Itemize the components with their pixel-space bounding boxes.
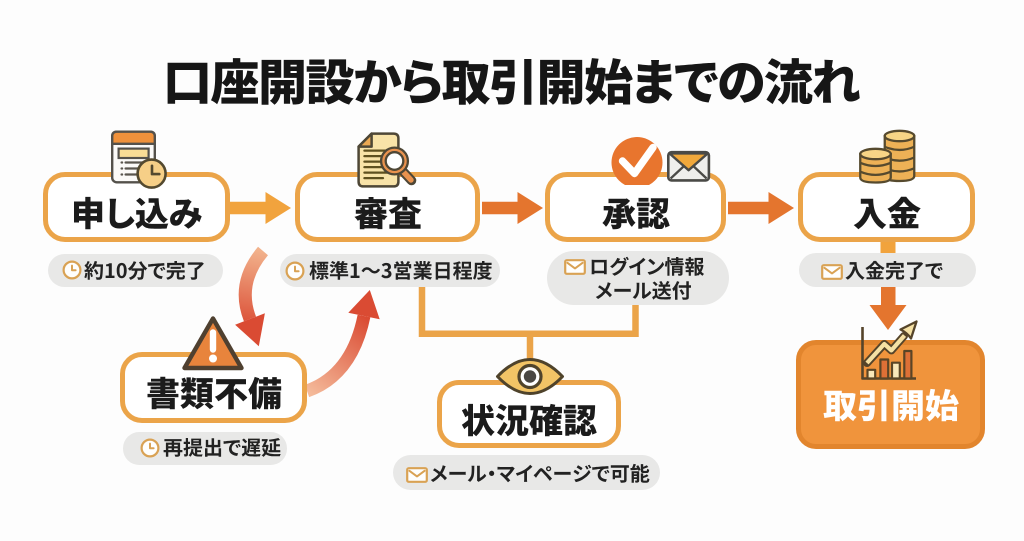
step-review-text [354,196,421,229]
note-deposit-text [845,260,943,280]
mail-icon [666,150,711,182]
arrow-apply-to-review [228,192,291,224]
arrow-approval-to-deposit [728,192,794,224]
warning-triangle-icon [182,316,244,371]
note-deficiency-text [163,438,281,458]
document-magnifier-icon [357,132,417,188]
step-approval-text [601,197,670,229]
mail-icon [564,259,586,275]
clock-icon [62,260,82,280]
step-apply-text [73,196,202,229]
note-apply-text [84,260,204,280]
arrow-review-to-deficiency [235,246,269,347]
clock-icon [140,438,160,457]
branch-status-text [461,403,597,436]
arrow-review-to-approval [482,192,543,224]
step-deposit-text [853,196,921,229]
final-start-text [823,388,959,421]
note-approval-line2-text [595,281,692,301]
rising-bar-chart-icon [861,320,918,380]
mail-icon [406,467,428,483]
approval-check-mail-icon [611,137,711,185]
arrow-deficiency-to-review [304,290,380,398]
arrow-deposit-to-start [869,240,907,330]
application-form-clock-icon [110,130,167,189]
eye-icon [496,358,564,395]
note-status-text [430,463,650,483]
note-review-text [309,260,492,280]
mail-icon [821,263,843,280]
branch-deficiency-text [147,376,281,410]
note-approval-line1-text [591,256,704,276]
coins-icon [859,129,916,184]
clock-icon [285,261,305,281]
connector-status-bracket [418,285,639,362]
page-title-text [167,58,860,106]
